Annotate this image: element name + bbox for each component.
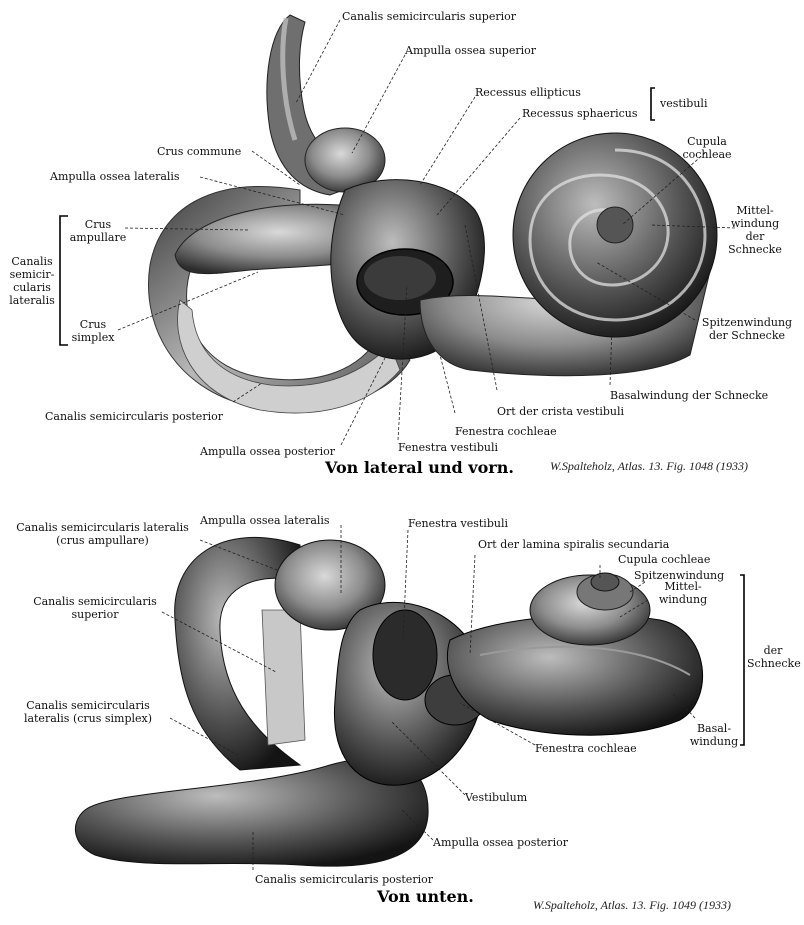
label-crus-ampullare: Crus ampullare <box>69 218 127 244</box>
superior-canal-2-shape <box>261 609 306 746</box>
label-canalis-semicircularis-superior: Canalis semicircularis superior <box>342 10 517 23</box>
label-basalwindung: Basalwindung der Schnecke <box>610 389 769 402</box>
label-canalis-lateralis-crus-simplex: Canalis semicircularis lateralis (crus s… <box>23 699 153 725</box>
lateral-canal-2-shape <box>174 536 302 771</box>
label-der-schnecke-2: der Schnecke <box>747 644 801 670</box>
label-canalis-lateralis-crus-ampullare: Canalis semicircularis lateralis (crus a… <box>16 521 189 547</box>
label-cupula-cochleae-2: Cupula cochleae <box>618 553 711 566</box>
posterior-canal-shape <box>177 299 401 414</box>
ampulla-lateralis-2-shape <box>274 539 386 631</box>
superior-canal-shape <box>266 14 372 196</box>
label-spitzenwindung-2: Spitzenwindung <box>634 569 725 582</box>
figure-1-leaders <box>117 19 736 446</box>
figure-1-caption: Von lateral und vorn. <box>325 458 514 477</box>
label-recessus-ellipticus: Recessus ellipticus <box>475 86 581 99</box>
figure-1-brackets <box>59 87 655 346</box>
lateral-canal-shape <box>148 186 411 411</box>
label-fenestra-vestibuli: Fenestra vestibuli <box>398 441 498 454</box>
label-canalis-semicircularis-lateralis: Canalis semicir- cularis lateralis <box>9 255 55 307</box>
figure-2-drawing <box>74 536 703 867</box>
label-ampulla-ossea-lateralis: Ampulla ossea lateralis <box>50 170 180 183</box>
figure-1-credit: W.Spalteholz, Atlas. 13. Fig. 1048 (1933… <box>550 459 748 473</box>
label-canalis-semicircularis-posterior: Canalis semicircularis posterior <box>45 410 223 423</box>
label-ampulla-ossea-posterior-2: Ampulla ossea posterior <box>433 836 568 849</box>
label-fenestra-vestibuli-2: Fenestra vestibuli <box>408 517 508 530</box>
figure-2-leaders <box>161 525 696 870</box>
label-ort-der-crista-vestibuli: Ort der crista vestibuli <box>497 405 625 418</box>
label-ampulla-ossea-posterior: Ampulla ossea posterior <box>200 445 335 458</box>
figure-2-credit: W.Spalteholz, Atlas. 13. Fig. 1049 (1933… <box>533 898 731 912</box>
label-canalis-superior-2: Canalis semicircularis superior <box>33 595 157 621</box>
label-vestibuli: vestibuli <box>660 97 708 110</box>
label-crus-simplex: Crus simplex <box>71 318 115 344</box>
figure-2-brackets <box>740 574 745 746</box>
label-fenestra-cochleae: Fenestra cochleae <box>455 425 557 438</box>
label-ort-der-lamina: Ort der lamina spiralis secundaria <box>478 538 670 551</box>
label-canalis-posterior-2: Canalis semicircularis posterior <box>255 873 433 886</box>
label-cupula-cochleae: Cupula cochleae <box>682 135 732 161</box>
label-vestibulum-2: Vestibulum <box>465 791 528 804</box>
label-mittelwindung-2: Mittel- windung <box>658 580 708 606</box>
label-recessus-sphaericus: Recessus sphaericus <box>522 107 638 120</box>
label-spitzenwindung: Spitzenwindung der Schnecke <box>701 316 793 342</box>
label-fenestra-cochleae-2: Fenestra cochleae <box>535 742 637 755</box>
label-mittelwindung: Mittel- windung der Schnecke <box>728 204 782 256</box>
label-ampulla-ossea-lateralis-2: Ampulla ossea lateralis <box>200 514 330 527</box>
posterior-canal-2-shape <box>74 757 429 867</box>
figure-1-drawing <box>148 14 718 414</box>
label-ampulla-ossea-superior: Ampulla ossea superior <box>405 44 537 57</box>
label-basalwindung-2: Basal- windung <box>689 722 739 748</box>
fenestra-vestibuli-2-shape <box>372 609 438 701</box>
cupula-shape <box>596 206 634 244</box>
label-crus-commune: Crus commune <box>157 145 242 158</box>
figure-2-caption: Von unten. <box>377 887 474 906</box>
